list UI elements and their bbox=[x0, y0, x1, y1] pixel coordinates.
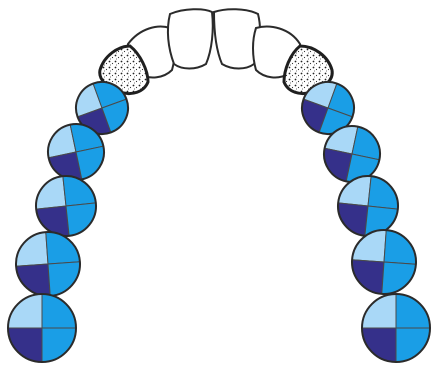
left-third-molar bbox=[8, 294, 76, 362]
left-first-molar bbox=[33, 173, 99, 239]
left-second-molar bbox=[14, 230, 82, 298]
incisors-group bbox=[128, 9, 301, 77]
right-third-molar bbox=[362, 294, 430, 362]
molars-group bbox=[8, 75, 430, 362]
right-second-molar bbox=[350, 228, 418, 296]
left-central-incisor bbox=[168, 9, 213, 68]
right-first-molar bbox=[335, 173, 401, 239]
canines-group bbox=[100, 46, 333, 94]
